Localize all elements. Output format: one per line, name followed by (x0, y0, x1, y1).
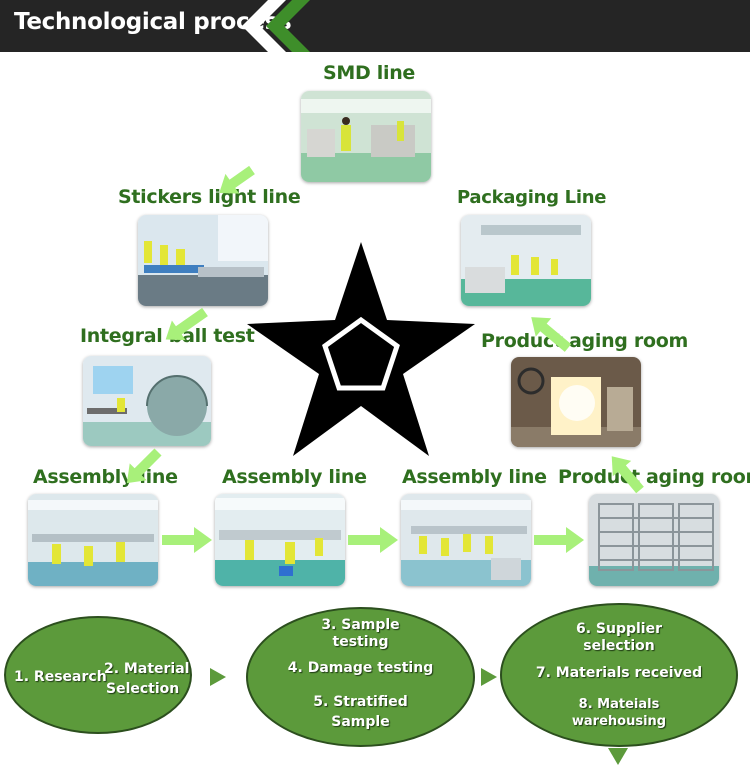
step-label-packaging: Packaging Line (457, 187, 607, 208)
oval-text-materials-received: 7. Materials received (535, 665, 703, 681)
arrow-icon (165, 307, 208, 341)
aging-room-bottom-photo (589, 494, 719, 586)
integral-ball-photo (83, 356, 211, 446)
page-title: Technological process (14, 9, 292, 35)
oval-text-warehousing-1: 8. Mateials (578, 697, 660, 712)
arrow-icon (126, 448, 162, 484)
oval-text-research: 1. Research (14, 669, 107, 685)
aging-room-top-photo (511, 357, 641, 447)
star-icon (247, 242, 475, 456)
arrow-icon (531, 317, 572, 352)
oval-text-supplier-1: 6. Supplier (575, 621, 663, 637)
process-oval-supplier (500, 603, 738, 747)
oval-text-sample-testing-2: testing (332, 634, 389, 650)
oval-text-sample-testing-1: 3. Sample (321, 617, 400, 633)
chevron-icon (608, 748, 628, 765)
step-label-assembly-2: Assembly line (222, 466, 367, 488)
chevron-icon (210, 668, 226, 686)
packaging-line-photo (461, 215, 591, 306)
header-bar (0, 0, 750, 52)
oval-text-material-2: Selection (106, 681, 180, 697)
assembly-line-3-photo (401, 494, 531, 586)
arrow-icon (534, 527, 584, 553)
oval-text-stratified-2: Sample (331, 714, 390, 730)
arrow-icon (162, 527, 212, 553)
step-label-assembly-3: Assembly line (402, 466, 547, 488)
process-oval-research (4, 616, 192, 734)
assembly-line-2-photo (215, 494, 345, 586)
oval-text-supplier-2: selection (583, 638, 655, 654)
oval-text-material-1: 2. Material (104, 661, 190, 677)
step-label-stickers: Stickers light line (118, 186, 301, 208)
arrow-icon (611, 456, 644, 494)
process-oval-testing (246, 607, 475, 747)
oval-text-stratified-1: 5. Stratified (313, 694, 408, 710)
oval-text-warehousing-2: warehousing (571, 714, 667, 729)
step-label-smd: SMD line (323, 62, 416, 84)
chevron-icon (242, 0, 310, 52)
arrow-icon (348, 527, 398, 553)
step-label-aging-bottom: Product aging room (558, 466, 750, 488)
smd-line-photo (301, 91, 431, 182)
arrow-icon (219, 165, 255, 194)
stickers-line-photo (138, 215, 268, 306)
assembly-line-1-photo (28, 494, 158, 586)
chevron-icon (481, 668, 497, 686)
oval-text-damage-testing: 4. Damage testing (287, 660, 434, 676)
step-label-aging-top: Product aging room (481, 330, 688, 352)
